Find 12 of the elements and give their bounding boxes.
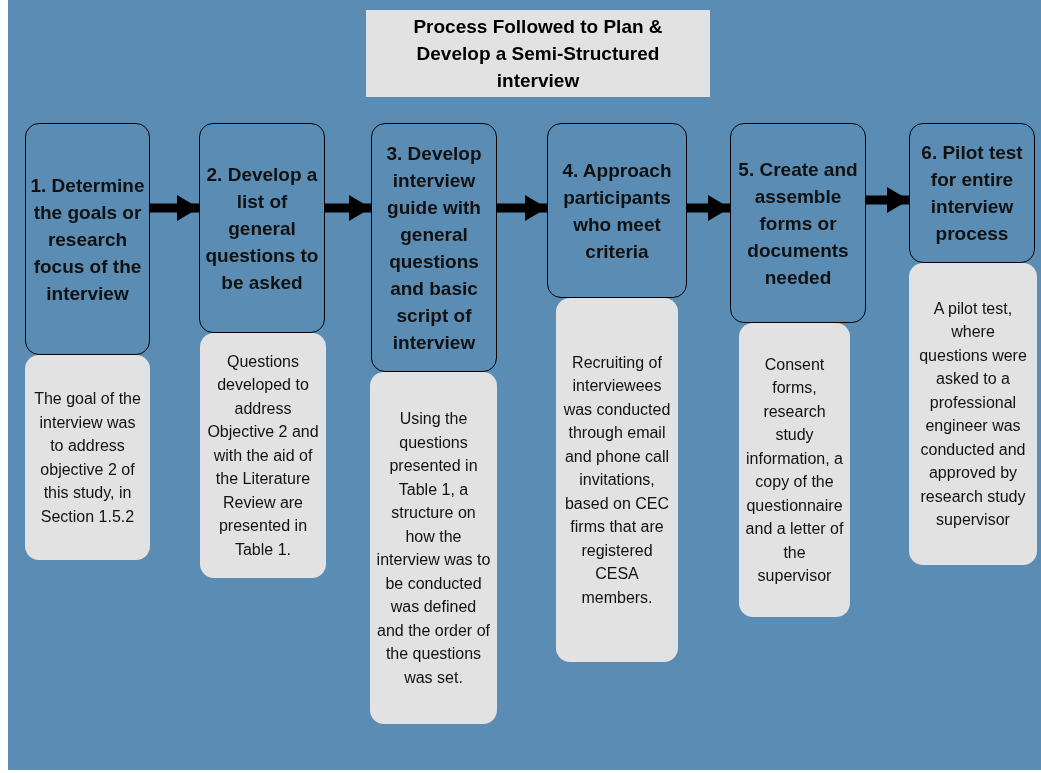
arrow <box>687 195 730 221</box>
description-box: A pilot test, where questions were asked to a professional engineer was conducted and approved by research study supervisor <box>909 263 1037 565</box>
arrow <box>497 195 547 221</box>
arrow <box>150 195 199 221</box>
description-box: The goal of the interview was to address objective 2 of this study, in Section 1.5.2 <box>25 355 150 560</box>
description-box: Recruiting of interviewees was conducted through email and phone call invitations, based on CEC firms that are registered CESA members. <box>556 298 678 662</box>
description-box: Using the questions presented in Table 1, a structure on how the interview was to be conducted was defined and the order of the questions was set. <box>370 372 497 724</box>
description-box: Consent forms, research study information, a copy of the questionnaire and a letter of the supervisor <box>739 323 850 617</box>
arrow <box>325 195 371 221</box>
arrow <box>866 187 909 213</box>
description-box: Questions developed to address Objective 2 and with the aid of the Literature Review are presented in Table 1. <box>200 333 326 578</box>
title: Process Followed to Plan & Develop a Semi-Structured interview <box>366 10 710 97</box>
